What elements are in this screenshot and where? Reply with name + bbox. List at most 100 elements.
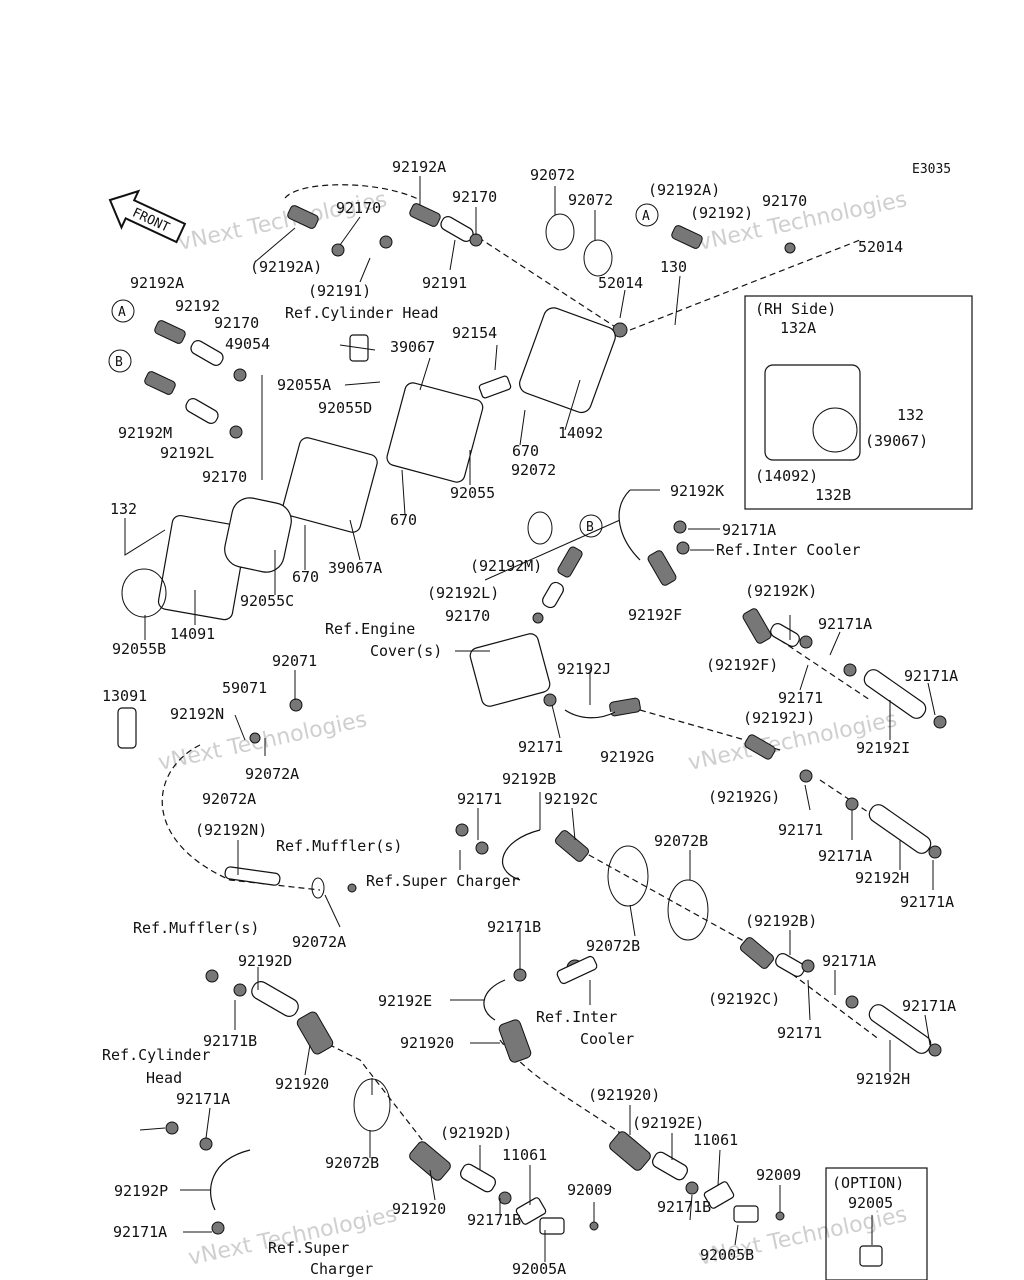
rh-side-label: (39067) [865,432,928,450]
part-label: (92192G) [708,788,780,806]
part-label: 59071 [222,679,267,697]
part-label: 92072 [511,461,556,479]
part-label: Ref.Cylinder [102,1046,210,1064]
part-label: 670 [390,511,417,529]
part-label: 92055C [240,592,294,610]
part-label: 92072B [654,832,708,850]
part-label: 92171A [113,1223,167,1241]
part-label: 92170 [214,314,259,332]
part-label: 92171B [487,918,541,936]
part-label: 92170 [445,607,490,625]
part-label: 11061 [502,1146,547,1164]
part-label: 92170 [336,199,381,217]
part-label: 92009 [756,1166,801,1184]
part-label: 92171 [778,689,823,707]
part-label: 14091 [170,625,215,643]
part-label: Ref.Cylinder Head [285,304,439,322]
part-label: 49054 [225,335,270,353]
part-label: 52014 [598,274,643,292]
part-label: (92192J) [743,709,815,727]
part-label: 92055 [450,484,495,502]
part-label: (921920) [588,1086,660,1104]
clamp-part [165,233,947,1235]
part-label: 92072B [586,937,640,955]
part-label: 92171A [904,667,958,685]
spring-part [144,203,776,1181]
part-labels: 92192A 92170 92072 92072 (92192A) 92170 … [102,158,958,1278]
part-label: 130 [660,258,687,276]
option-part: 92005 [848,1194,893,1212]
part-label: 92192G [600,748,654,766]
part-label: Ref.Inter Cooler [716,541,861,559]
part-label: 921920 [392,1200,446,1218]
part-label: Charger [310,1260,373,1278]
part-label: 92170 [452,188,497,206]
part-label: 92072A [202,790,256,808]
part-label: 921920 [400,1034,454,1052]
part-label: (92192M) [470,557,542,575]
marker-a: A [642,209,650,224]
option-inset: (OPTION) 92005 [825,1167,928,1280]
part-label: 92171B [203,1032,257,1050]
rh-side-label: 132B [815,486,851,504]
part-label: Cooler [580,1030,634,1048]
part-label: (92192D) [440,1124,512,1142]
part-label: 39067A [328,559,382,577]
part-label: Ref.Engine [325,620,415,638]
part-label: 92171 [777,1024,822,1042]
part-label: 92192H [855,869,909,887]
part-label: Ref.Super Charger [366,872,520,890]
part-label: 92072 [568,191,613,209]
part-label: (92192A) [648,181,720,199]
rh-side-title: (RH Side) [755,300,836,318]
diagram-code: E3035 [912,162,951,177]
part-label: 921920 [275,1075,329,1093]
part-label: 92072A [292,933,346,951]
part-label: 92171A [722,521,776,539]
marker-b: B [586,520,594,535]
part-label: 92072B [325,1154,379,1172]
rh-side-label: 132 [897,406,924,424]
part-label: 92192L [160,444,214,462]
part-label: 92192H [856,1070,910,1088]
part-label: 92171 [457,790,502,808]
part-label: Ref.Muffler(s) [133,919,259,937]
part-label: 92192D [238,952,292,970]
rh-side-inset: (RH Side) 132A 132 (39067) (14092) 132B [744,295,973,510]
part-label: 92171A [818,615,872,633]
part-label: (92192L) [427,584,499,602]
part-label: 92171B [657,1198,711,1216]
part-label: Ref.Super [268,1239,349,1257]
part-label: 92055A [277,376,331,394]
part-label: 92170 [202,468,247,486]
curved-hose-part [209,489,641,1211]
part-label: (92192N) [195,821,267,839]
part-label: 52014 [858,238,903,256]
part-label: 92171A [818,847,872,865]
part-label: 670 [292,568,319,586]
part-label: (92192K) [745,582,817,600]
part-label: Head [146,1069,182,1087]
marker-a: A [118,305,126,320]
part-label: 92171A [176,1090,230,1108]
part-label: 92171A [900,893,954,911]
front-arrow: FRONT [108,189,187,244]
part-label: (92192A) [250,258,322,276]
part-label: 92072 [530,166,575,184]
part-label: 92192A [130,274,184,292]
part-label: 92192F [628,606,682,624]
part-label: 92192M [118,424,172,442]
part-label: 39067 [390,338,435,356]
part-label: 92072A [245,765,299,783]
part-label: (92192E) [632,1114,704,1132]
part-label: 92171A [902,997,956,1015]
part-label: 92005A [512,1260,566,1278]
part-label: 13091 [102,687,147,705]
rh-side-label: (14092) [755,467,818,485]
part-label: 92071 [272,652,317,670]
part-label: 92171A [822,952,876,970]
part-label: 92192N [170,705,224,723]
part-label: 92192K [670,482,724,500]
part-label: 92171B [467,1211,521,1229]
